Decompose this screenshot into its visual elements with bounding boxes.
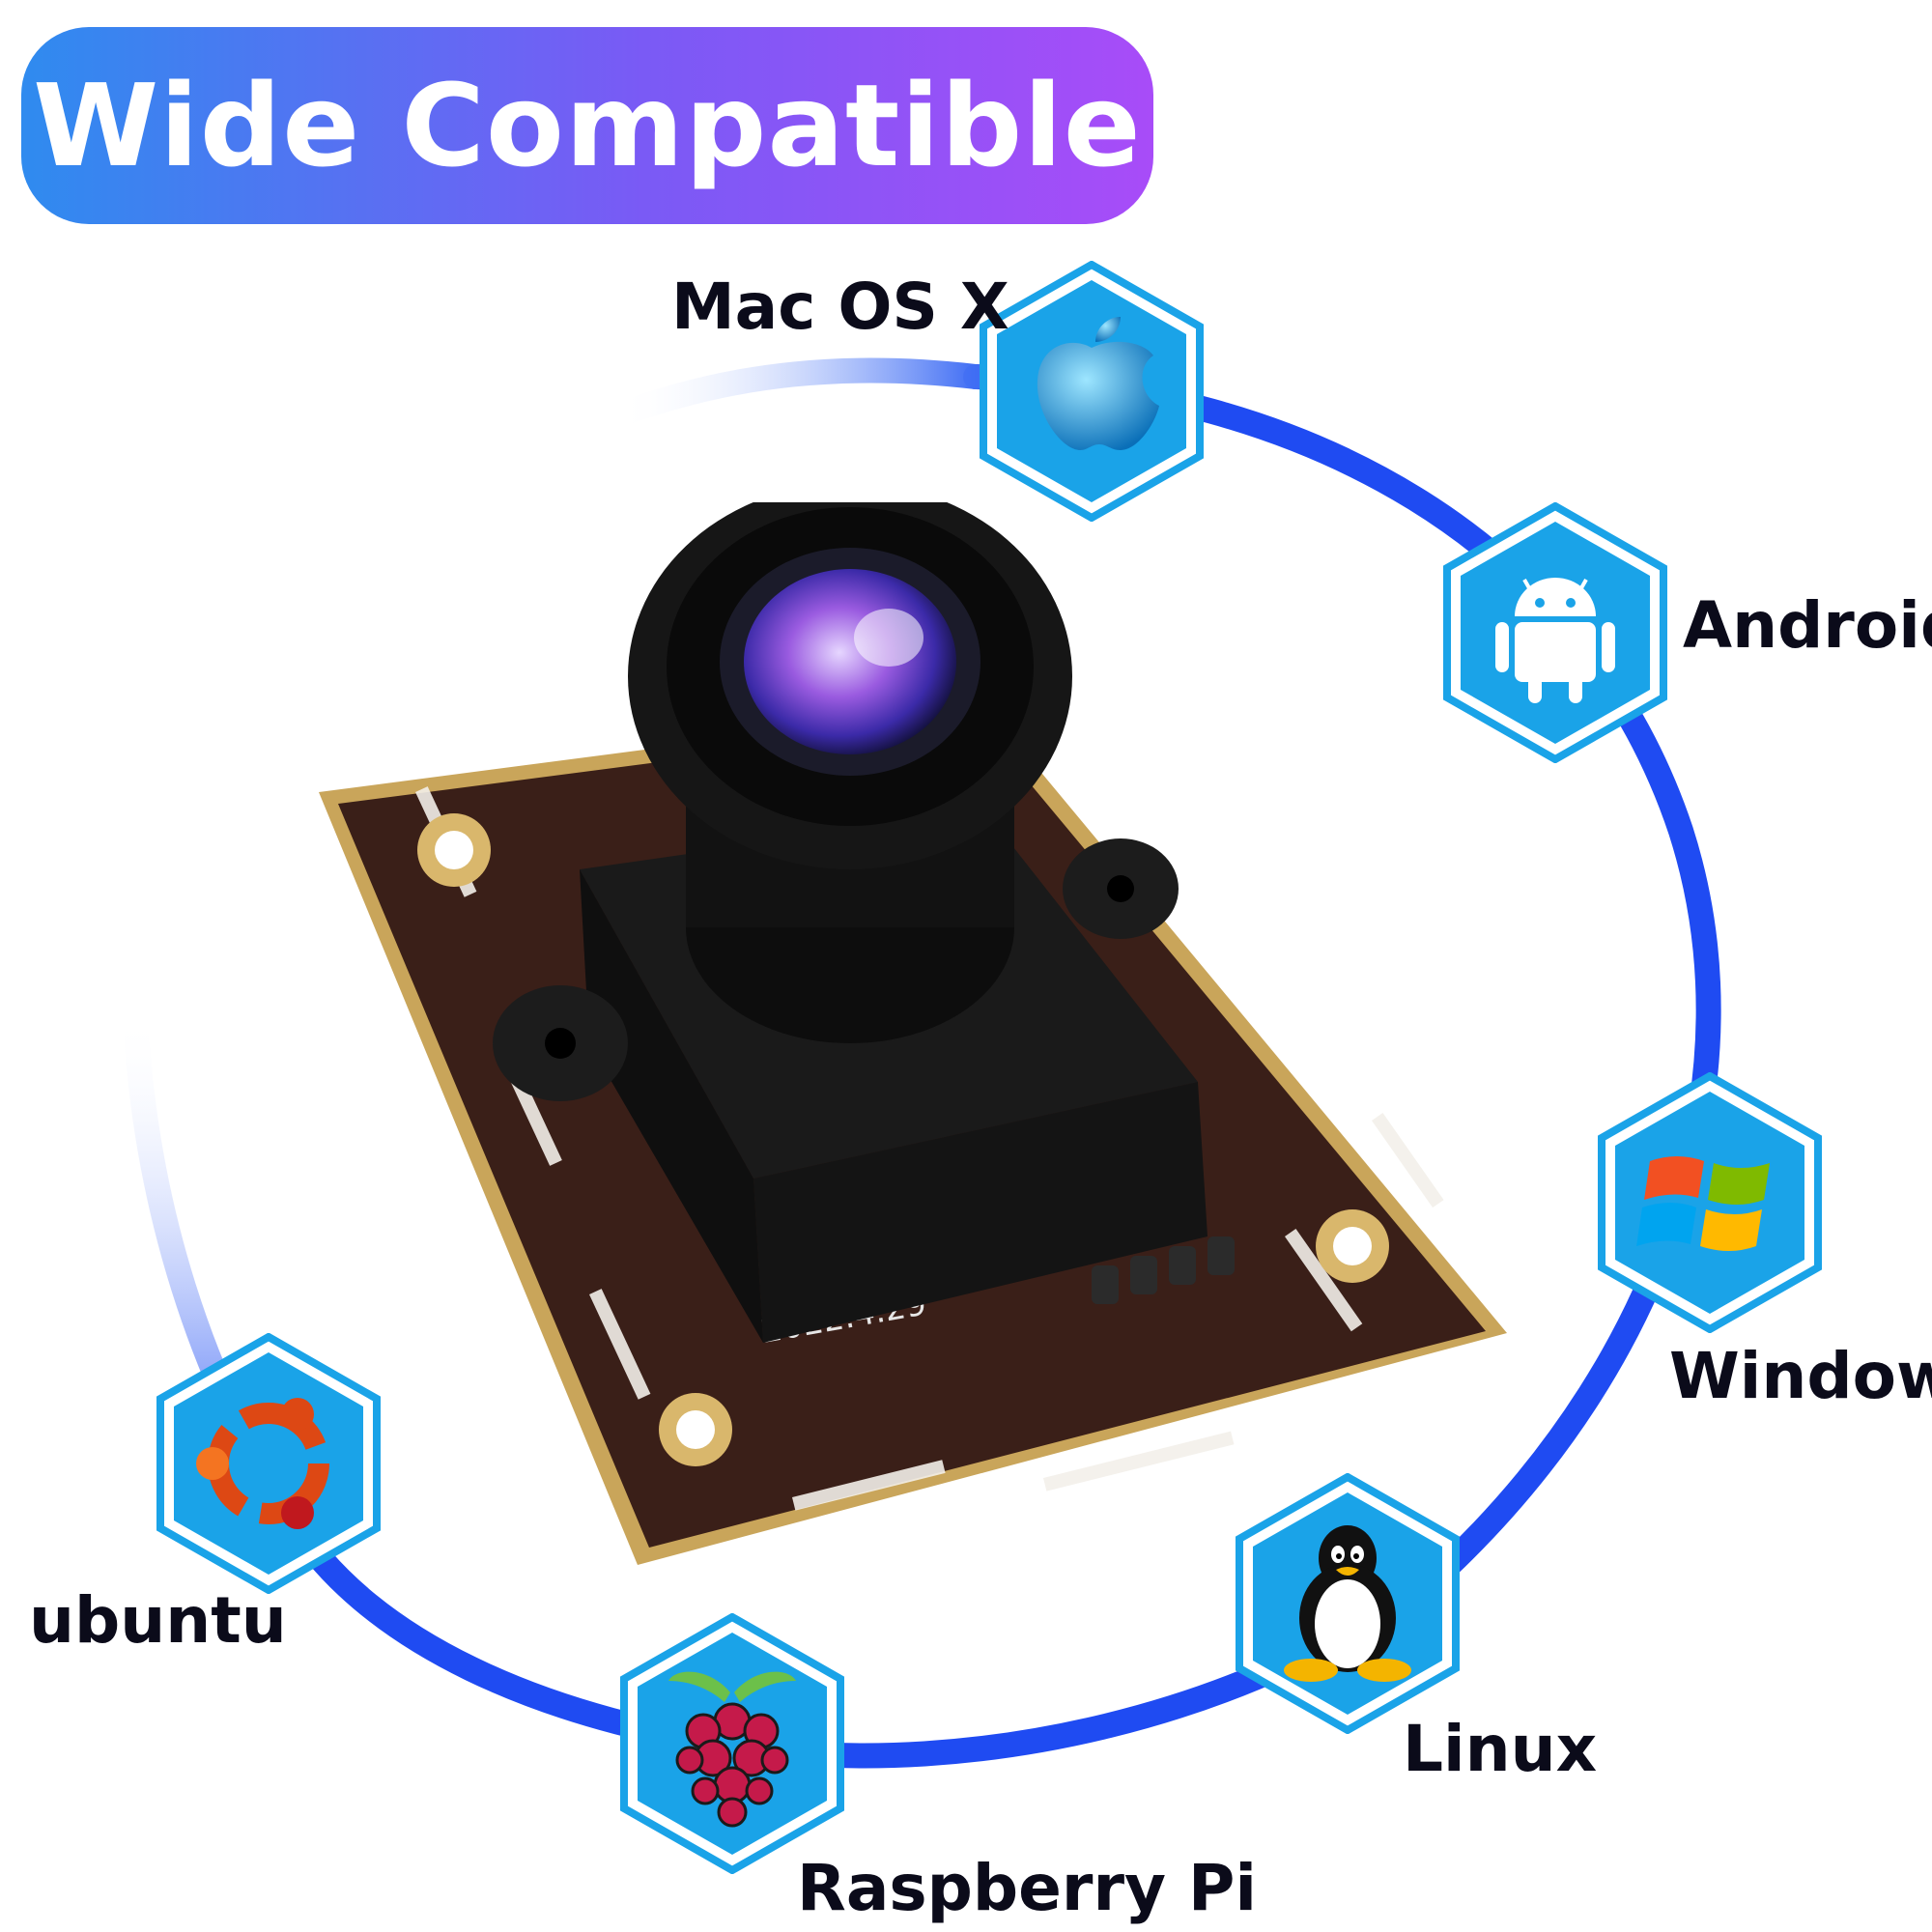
windows-icon — [1598, 1072, 1822, 1333]
os-badge-mac — [976, 261, 1208, 522]
os-badge-ubuntu — [153, 1333, 384, 1594]
page-title: Wide Compatible — [33, 59, 1142, 192]
apple-icon — [980, 261, 1204, 522]
os-label-mac: Mac OS X — [671, 270, 1009, 344]
os-label-android: Android — [1683, 588, 1932, 663]
ubuntu-icon — [156, 1333, 381, 1594]
os-label-linux: Linux — [1403, 1712, 1598, 1786]
os-label-raspberry: Raspberry Pi — [797, 1851, 1257, 1925]
os-badge-windows — [1594, 1072, 1826, 1333]
os-label-windows: Windows — [1669, 1339, 1932, 1413]
android-icon — [1443, 502, 1667, 763]
raspberry-pi-icon — [620, 1613, 844, 1874]
title-banner: Wide Compatible — [21, 27, 1153, 224]
os-badge-android — [1439, 502, 1671, 763]
tux-penguin-icon — [1236, 1473, 1460, 1734]
os-badge-raspberry — [616, 1613, 848, 1874]
camera-module-image: 2022.4.29 — [309, 502, 1526, 1604]
os-badge-linux — [1232, 1473, 1463, 1734]
os-label-ubuntu: ubuntu — [29, 1583, 287, 1658]
